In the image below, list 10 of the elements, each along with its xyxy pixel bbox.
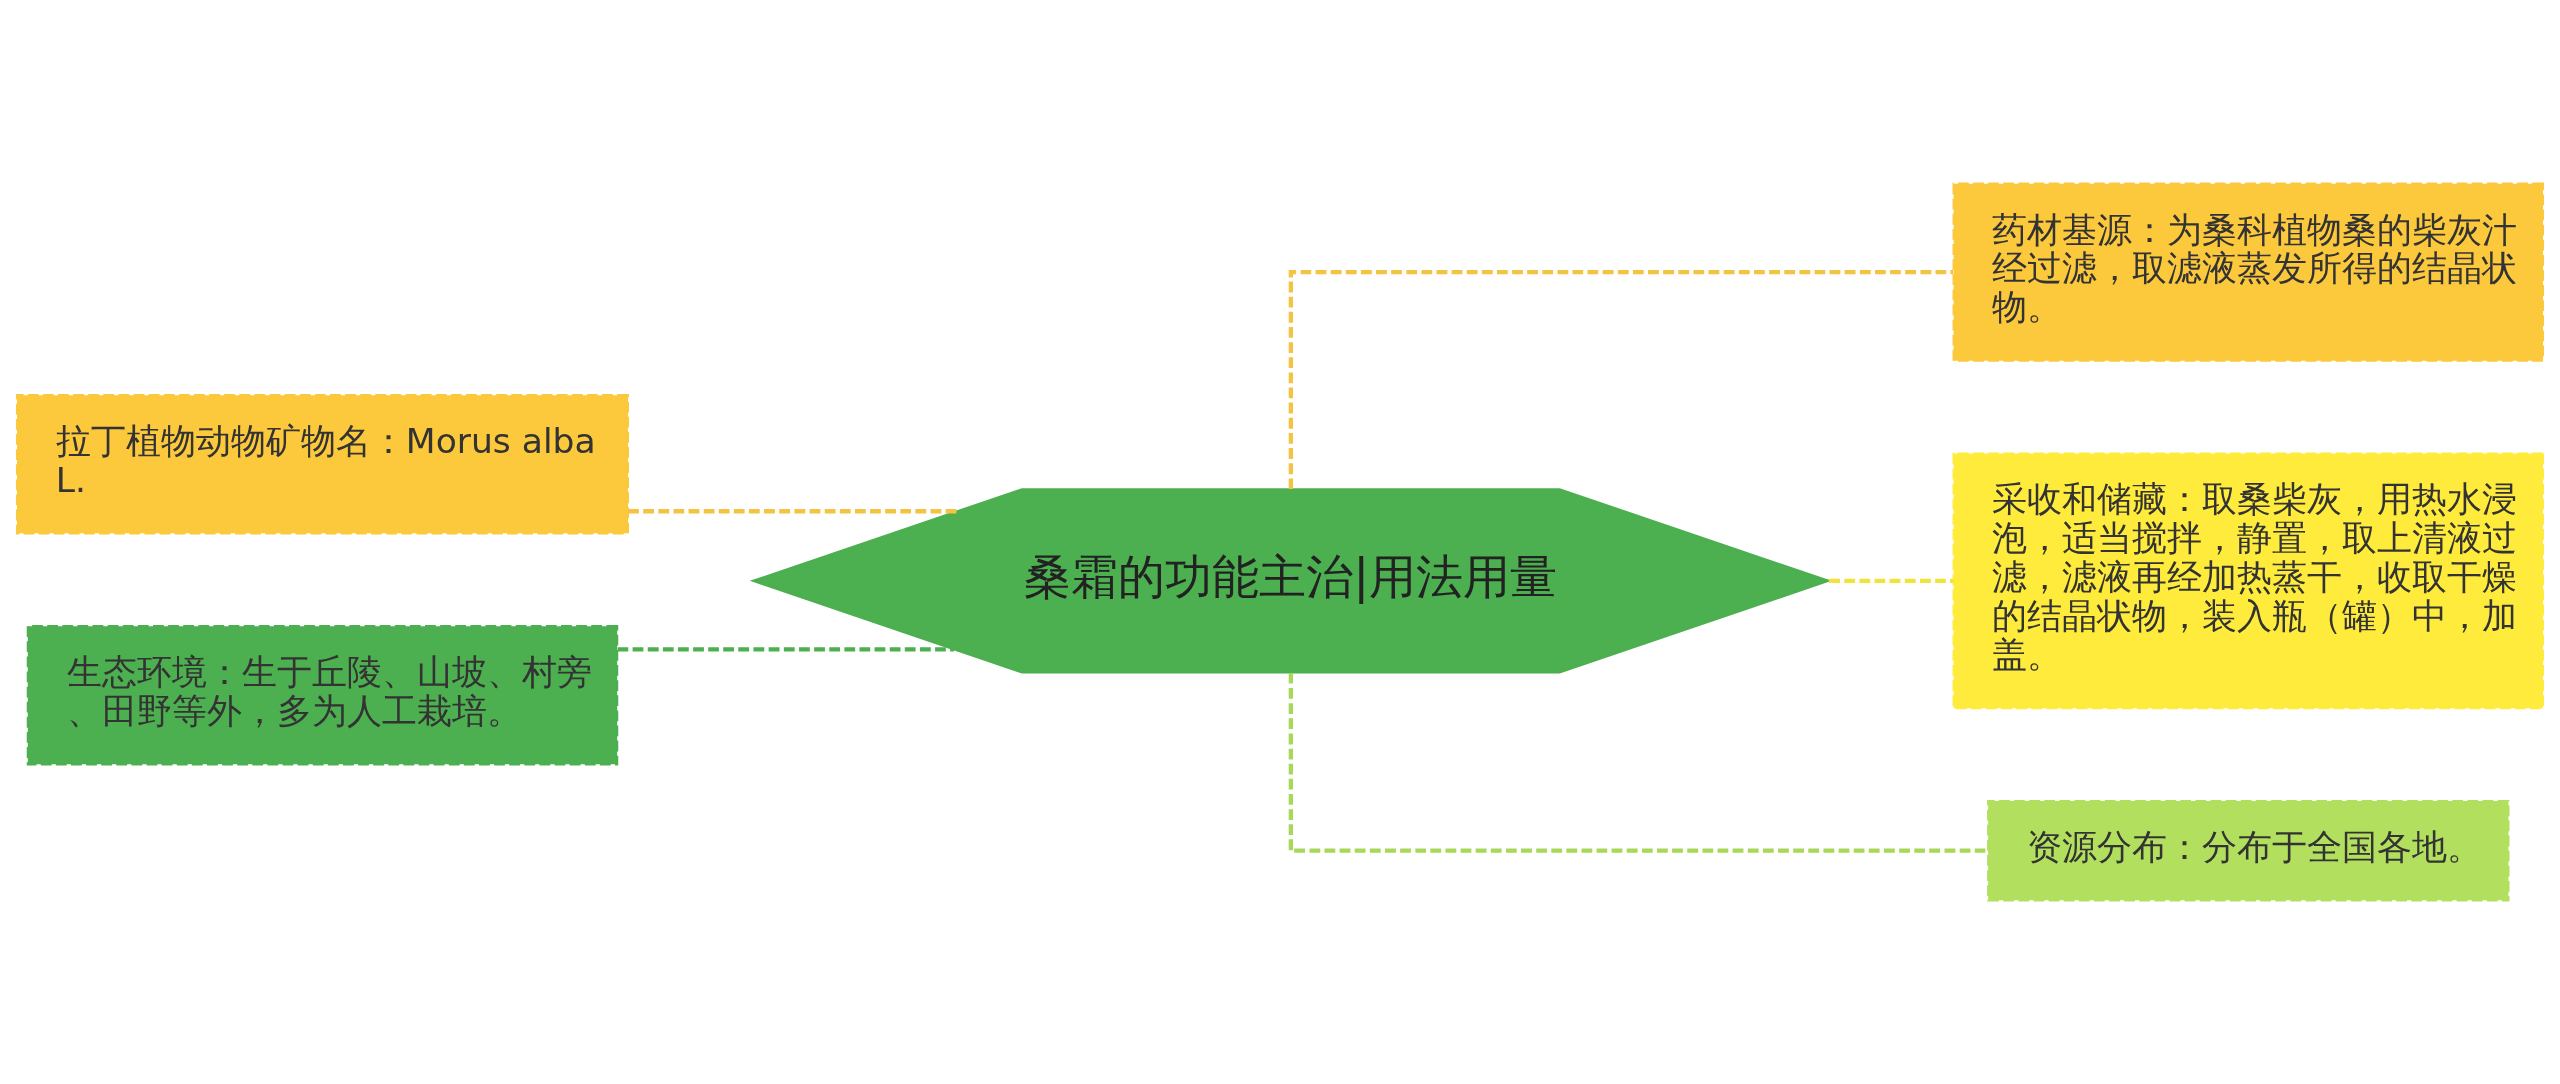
- connector: [628, 509, 957, 514]
- node-box: 资源分布：分布于全国各地。: [1987, 799, 2510, 902]
- node-box: 拉丁植物动物矿物名：Morus alba L.: [15, 394, 630, 535]
- connector: [1829, 578, 1954, 583]
- node-box: 药材基源：为桑科植物桑的柴灰汁经过滤，取滤液蒸发所得的结晶状物。: [1952, 182, 2545, 362]
- node-box: 生态环境：生于丘陵、山坡、村旁、田野等外，多为人工栽培。: [26, 625, 619, 766]
- connector: [617, 647, 955, 652]
- connector: [1288, 673, 1988, 853]
- node-box: 采收和储藏：取桑柴灰，用热水浸泡，适当搅拌，静置，取上清液过滤，滤液再经加热蒸干，收取干燥的结晶状物，装入瓶（罐）中，加盖。: [1952, 452, 2545, 710]
- connector: [1288, 270, 1954, 490]
